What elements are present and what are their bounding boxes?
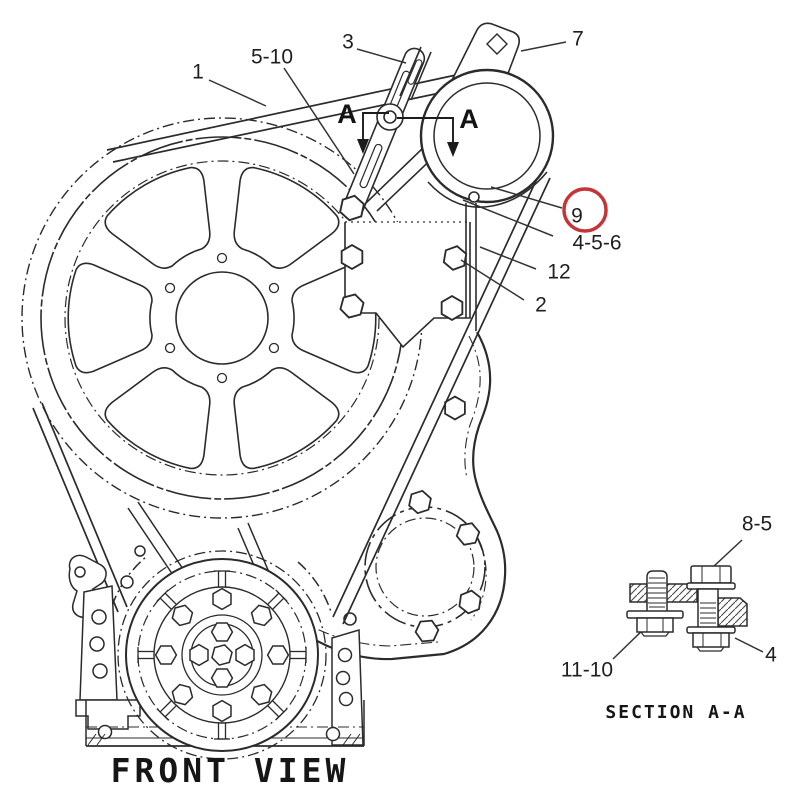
- section-cut-markers: A A: [337, 99, 479, 157]
- callout-label-11-10: 11-10: [561, 659, 613, 682]
- callout-label-2: 2: [535, 294, 547, 317]
- mounting-plate: [337, 203, 477, 349]
- callout-label-4: 4: [765, 644, 777, 667]
- damper-spokes: [137, 570, 307, 740]
- callout-label-8-5: 8-5: [742, 513, 772, 536]
- stud-nut: [636, 617, 674, 633]
- idler-pulley-outer: [419, 68, 555, 204]
- alternator-assembly: [399, 22, 555, 208]
- tensioner-arm: [342, 47, 426, 218]
- alternator-mount-bolt: [468, 191, 480, 203]
- callout-label-3: 3: [342, 31, 354, 54]
- section-a-a-detail: [626, 565, 748, 652]
- section-arrow-left: [357, 139, 369, 154]
- bolt-head: [690, 565, 732, 584]
- engine-mounting: [68, 501, 365, 747]
- pulley-hub: [175, 271, 269, 365]
- callout-label-1: 1: [192, 61, 204, 84]
- adjustment-slot-lower: [359, 143, 383, 189]
- stud-bolt: [626, 570, 684, 637]
- callout-label-4-5-6: 4-5-6: [572, 232, 621, 255]
- callout-label-7: 7: [572, 28, 584, 51]
- section-block: [717, 597, 748, 627]
- stud-washer: [626, 610, 684, 619]
- front-view-title: FRONT VIEW: [111, 751, 350, 790]
- section-arrow-right: [447, 142, 459, 157]
- hub-bolt-holes: [164, 252, 280, 384]
- crankshaft-damper: [117, 550, 327, 760]
- tab-square-hole: [486, 33, 508, 55]
- support-struts: [120, 501, 272, 589]
- belt-tensioner: [337, 47, 464, 224]
- section-letter-right: A: [459, 104, 479, 134]
- drive-belt-right-run: [332, 169, 551, 625]
- flange-bolt: [686, 565, 736, 652]
- left-mount-leg: [79, 585, 118, 701]
- base-rail: [85, 700, 365, 747]
- pulley-spoke-openings: [67, 166, 377, 470]
- alternator-body-curve: [427, 171, 548, 208]
- callout-label-5-10: 5-10: [251, 46, 293, 69]
- section-letter-left: A: [337, 99, 357, 129]
- highlight-circle-9: [562, 187, 608, 233]
- idler-pulley-groove: [433, 82, 541, 190]
- bolt-washer-bottom: [686, 626, 736, 634]
- bolt-nut: [692, 632, 730, 648]
- callout-label-9: 9: [571, 205, 583, 228]
- callout-label-12: 12: [547, 261, 570, 284]
- bolt-washer-top: [686, 582, 736, 590]
- section-title: SECTION A-A: [605, 702, 746, 723]
